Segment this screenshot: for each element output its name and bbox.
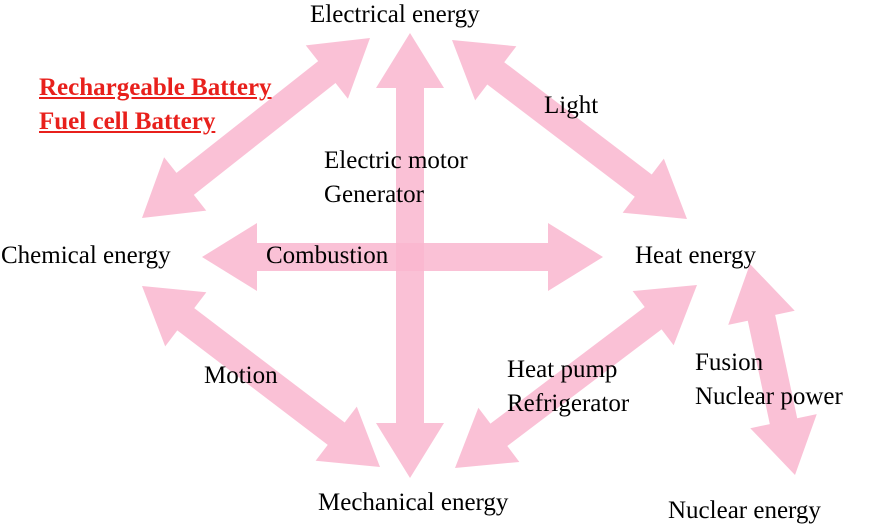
node-chemical-energy: Chemical energy (1, 242, 171, 269)
label-fuel-cell-battery: Fuel cell Battery (39, 108, 216, 135)
label-refrigerator: Refrigerator (507, 390, 630, 417)
node-mechanical-energy: Mechanical energy (318, 489, 509, 516)
label-nuclear-power: Nuclear power (695, 383, 843, 410)
label-rechargeable-battery: Rechargeable Battery (39, 74, 272, 101)
arrow-heat-nuclear (728, 264, 817, 475)
label-combustion: Combustion (266, 242, 389, 269)
arrow-chemical-mechanical (142, 286, 380, 467)
node-heat-energy: Heat energy (635, 242, 757, 269)
node-electrical-energy: Electrical energy (310, 1, 480, 28)
label-fusion: Fusion (695, 349, 764, 376)
label-light: Light (544, 92, 599, 119)
label-heat-pump: Heat pump (507, 356, 618, 383)
label-electric-motor: Electric motor (324, 147, 468, 174)
arrow-electrical-heat (452, 40, 687, 219)
label-motion: Motion (204, 362, 278, 389)
arrow-chemical-heat (202, 223, 603, 291)
arrow-heat-mechanical (455, 285, 697, 468)
label-generator: Generator (324, 181, 424, 208)
arrow-chemical-electrical (142, 37, 371, 218)
node-nuclear-energy: Nuclear energy (668, 497, 821, 524)
